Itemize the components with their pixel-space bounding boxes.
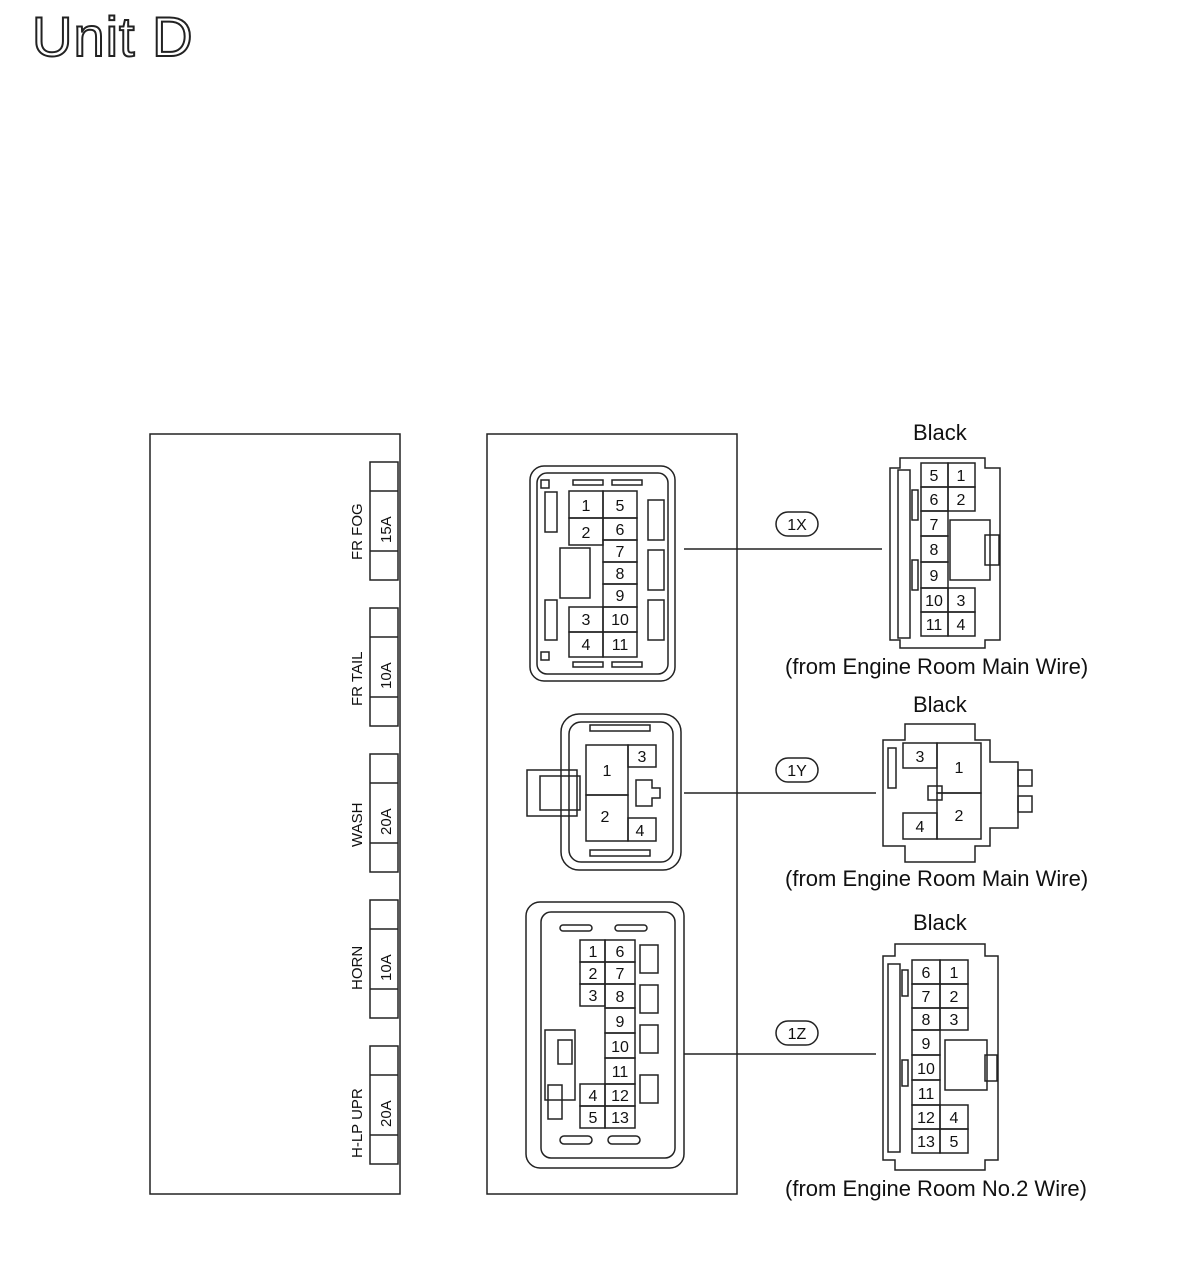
pin-label: 3 (957, 593, 966, 610)
fuse-h-lp-upr[interactable]: H-LP UPR 20A (349, 1045, 399, 1165)
socket-1x[interactable]: 1 2 3 4 5 6 7 8 9 10 11 (529, 465, 676, 682)
pin-label: 7 (616, 966, 625, 983)
pin-label: 11 (926, 617, 943, 634)
pin-label: 2 (955, 808, 964, 825)
pin-label: 5 (930, 468, 939, 485)
pin-label: 1 (950, 965, 959, 982)
pin-label: 9 (616, 588, 625, 605)
pin-label: 4 (950, 1110, 959, 1127)
fuse-panel: FR FOG 15A FR TAIL 10A WASH 20A HORN 10A (149, 433, 401, 1195)
pin-label: 1 (603, 763, 612, 780)
pin-label: 10 (925, 593, 943, 610)
fuse-fr-fog[interactable]: FR FOG 15A (349, 461, 399, 581)
pin-label: 1 (589, 944, 598, 961)
pin-label: 1 (955, 760, 964, 777)
plug-1x[interactable]: Black 5 1 6 2 7 8 9 10 3 11 4 (from Engi… (785, 420, 1088, 679)
fuse-wash[interactable]: WASH 20A (349, 753, 399, 873)
pin-label: 1 (582, 498, 591, 515)
fuse-rating: 10A (378, 954, 395, 981)
pin-label: 12 (917, 1110, 935, 1127)
pin-label: 3 (950, 1012, 959, 1029)
pin-label: 6 (922, 965, 931, 982)
connector-source: (from Engine Room No.2 Wire) (785, 1176, 1087, 1201)
pin-label: 5 (950, 1134, 959, 1151)
socket-1y[interactable]: 1 2 3 4 (526, 713, 682, 871)
connector-panel-frame (486, 433, 738, 1195)
fuse-name: WASH (349, 803, 366, 847)
pin-label: 6 (616, 944, 625, 961)
connector-source: (from Engine Room Main Wire) (785, 866, 1088, 891)
pin-label: 3 (582, 612, 591, 629)
pin-label: 1 (957, 468, 966, 485)
pin-label: 2 (582, 525, 591, 542)
pin-label: 9 (616, 1014, 625, 1031)
fuse-name: HORN (349, 946, 366, 990)
plug-1y[interactable]: Black 3 1 4 2 (from Engine Room Main Wir… (785, 692, 1088, 891)
pin-label: 7 (922, 989, 931, 1006)
fuse-name: FR TAIL (349, 652, 366, 706)
pin-label: 3 (589, 988, 598, 1005)
fuse-panel-frame (149, 433, 401, 1195)
pin-label: 7 (930, 517, 939, 534)
connector-code-1z: 1Z (775, 1020, 819, 1046)
pin-label: 13 (917, 1134, 935, 1151)
fuse-horn[interactable]: HORN 10A (349, 899, 399, 1019)
fuse-rating: 20A (378, 1100, 395, 1127)
connector-code-1x: 1X (775, 511, 819, 537)
svg-text:1Y: 1Y (787, 763, 807, 780)
pin-label: 2 (957, 492, 966, 509)
pin-label: 4 (916, 819, 925, 836)
connector-code-1y: 1Y (775, 757, 819, 783)
connector-color: Black (913, 910, 968, 935)
socket-1z[interactable]: 1 2 3 4 5 6 7 8 9 10 11 12 13 (525, 901, 685, 1169)
pin-label: 12 (611, 1088, 629, 1105)
svg-text:1X: 1X (787, 517, 807, 534)
pin-label: 8 (930, 542, 939, 559)
pin-label: 5 (589, 1110, 598, 1127)
fuse-rating: 10A (378, 662, 395, 689)
pin-label: 9 (930, 568, 939, 585)
pin-label: 4 (589, 1088, 598, 1105)
pin-label: 2 (601, 809, 610, 826)
pin-label: 9 (922, 1036, 931, 1053)
pin-label: 5 (616, 498, 625, 515)
page-title: Unit D (31, 4, 194, 69)
pin-label: 2 (589, 966, 598, 983)
pin-label: 8 (616, 566, 625, 583)
pin-label: 4 (582, 637, 591, 654)
connector-source: (from Engine Room Main Wire) (785, 654, 1088, 679)
pin-label: 6 (930, 492, 939, 509)
plug-1z[interactable]: Black 6 1 7 2 8 3 9 10 11 12 4 13 5 (fro… (785, 910, 1087, 1201)
pin-label: 10 (611, 612, 629, 629)
fuse-rating: 20A (378, 808, 395, 835)
fuse-rating: 15A (378, 516, 395, 543)
pin-label: 2 (950, 989, 959, 1006)
pin-label: 13 (611, 1110, 629, 1127)
pin-label: 7 (616, 544, 625, 561)
pin-label: 8 (616, 989, 625, 1006)
svg-text:1Z: 1Z (788, 1026, 807, 1043)
pin-label: 10 (611, 1039, 629, 1056)
pin-label: 3 (638, 749, 647, 766)
pin-label: 4 (957, 617, 966, 634)
pin-label: 8 (922, 1012, 931, 1029)
pin-label: 3 (916, 749, 925, 766)
pin-label: 11 (612, 1064, 629, 1081)
fuse-name: H-LP UPR (349, 1088, 366, 1158)
pin-label: 10 (917, 1061, 935, 1078)
fuse-fr-tail[interactable]: FR TAIL 10A (349, 607, 399, 727)
pin-label: 4 (636, 823, 645, 840)
pin-label: 11 (918, 1086, 935, 1103)
pin-label: 6 (616, 522, 625, 539)
fuse-name: FR FOG (349, 503, 366, 560)
pin-label: 11 (612, 637, 629, 654)
connector-color: Black (913, 692, 968, 717)
connector-color: Black (913, 420, 968, 445)
